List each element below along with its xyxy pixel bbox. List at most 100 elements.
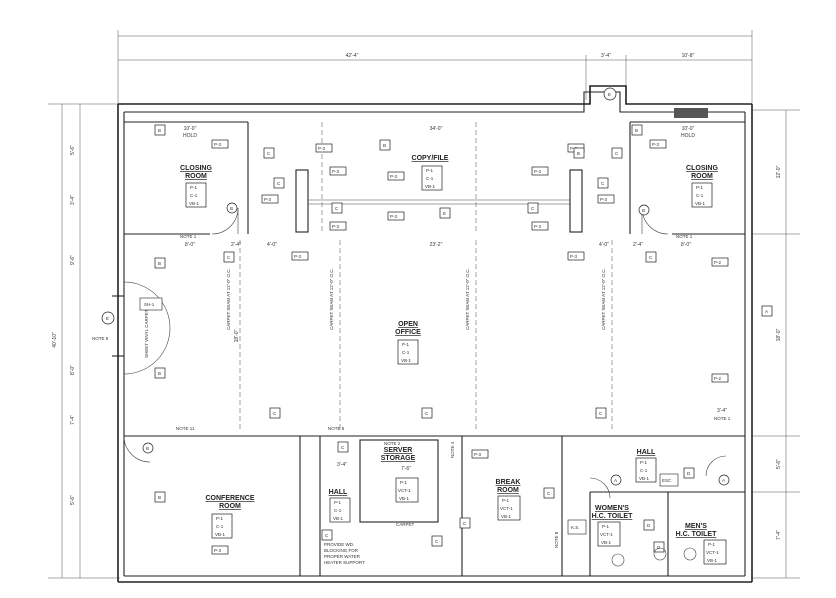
dim-hall-3-4: 3'-4" — [337, 462, 347, 468]
room-server-2: STORAGE — [381, 455, 416, 462]
p3-tag-15: P-3 — [214, 548, 222, 553]
tag-b-3: B — [577, 151, 580, 156]
tag-a-1: A — [765, 309, 768, 314]
finish-hall-c: C-1 — [334, 508, 342, 513]
tag-c-11: C — [599, 411, 603, 416]
room-labels: CLOSING ROOM COPY/FILE CLOSING ROOM OPEN… — [180, 155, 718, 538]
room-hall-right: HALL — [637, 449, 656, 456]
dim-left-b: 3'-4" — [70, 195, 76, 205]
marker-b-conference: B — [146, 446, 149, 451]
finish-mens-vct: VCT-1 — [706, 550, 719, 555]
dim-right-c: 5'-6" — [776, 459, 782, 469]
finish-closing-left-c: C-1 — [190, 193, 198, 198]
tag-c-9: C — [273, 411, 277, 416]
equipment: SH-1 K.S. ESC — [139, 297, 697, 567]
tag-d-1: D — [687, 471, 691, 476]
room-closing-right-1: CLOSING — [686, 165, 718, 172]
marker-b-closing-left: B — [230, 206, 233, 211]
dim-closing-left-hold: HOLD — [183, 133, 197, 139]
tag-b-2: B — [383, 143, 386, 148]
p3-tag-6: P-3 — [294, 254, 302, 259]
dim-right-3-4: 3'-4" — [717, 408, 727, 414]
room-conference-1: CONFERENCE — [205, 495, 254, 502]
marker-e-left: E — [106, 316, 109, 321]
finish-copy-c: C-1 — [426, 176, 434, 181]
p3-tag-3: P-3 — [318, 146, 326, 151]
dim-open-right: 8'-0" — [681, 242, 691, 248]
p3-tag-8: P-3 — [390, 214, 398, 219]
p3-tag-12: P-3 — [600, 197, 608, 202]
dim-open-right-2-4: 2'-4" — [633, 242, 643, 248]
finish-mens-p: P-1 — [708, 542, 716, 547]
tag-b-5: B — [158, 261, 161, 266]
provide-note-4: HEATER SUPPORT — [324, 560, 365, 565]
finish-boxes: P-1 C-1 VB-1 P-1 C-1 VB-1 P-1 C-1 VB-1 P… — [185, 165, 727, 565]
finish-office-p: P-1 — [402, 342, 410, 347]
tag-c-3: C — [335, 206, 339, 211]
sheet-vinyl-note: SHEET VINYL CARPET — [144, 309, 149, 358]
marker-a-2: A — [722, 478, 725, 483]
carpet-seam-note-3: CARPET SEAM AT 12'-0" O.C. — [465, 268, 470, 330]
tag-c-8: C — [649, 255, 653, 260]
dim-closing-right-hold: HOLD — [681, 133, 695, 139]
dim-left-a: 5'-6" — [70, 145, 76, 155]
dim-right-d: 7'-4" — [776, 530, 782, 540]
p2-tag-2: P-2 — [714, 376, 722, 381]
doors — [123, 207, 727, 499]
room-womens-1: WOMEN'S — [595, 505, 629, 512]
finish-womens-p: P-1 — [602, 524, 610, 529]
dim-open-mid: 23'-2" — [430, 242, 443, 248]
dim-closing-right-width: 10'-0" — [682, 126, 695, 132]
finish-break-p: P-1 — [502, 498, 510, 503]
room-server-1: SERVER — [384, 447, 413, 454]
note-5: NOTE 5 — [92, 336, 109, 341]
sh1-label: SH-1 — [144, 302, 155, 307]
p3-tag-9: P-3 — [534, 169, 542, 174]
tag-d-3: D — [657, 545, 661, 550]
finish-closing-left-vb: VB-1 — [189, 201, 200, 206]
finish-mens-vb: VB-1 — [707, 558, 718, 563]
room-conference-2: ROOM — [219, 503, 241, 510]
tag-c-12: C — [341, 445, 345, 450]
copy-file-fixtures — [295, 169, 583, 233]
marker-b-closing-right: B — [642, 208, 645, 213]
dim-open-left-4: 4'-0" — [267, 242, 277, 248]
dim-left-f: 5'-6" — [70, 495, 76, 505]
room-womens-2: H.C. TOILET — [592, 513, 633, 520]
tag-c-14: C — [435, 539, 439, 544]
room-copy-file: COPY/FILE — [412, 155, 449, 162]
tag-c-2: C — [277, 181, 281, 186]
finish-closing-left-p: P-1 — [190, 185, 198, 190]
p3-tag-2: P-3 — [264, 197, 272, 202]
dim-open-left-2-4: 2'-4" — [231, 242, 241, 248]
top-dimensions: 42'-4" 3'-4" 10'-8" — [117, 30, 753, 110]
finish-hall-r-vb: VB-1 — [639, 476, 650, 481]
finish-conf-vb: VB-1 — [215, 532, 226, 537]
p3-tag-1: P-3 — [214, 142, 222, 147]
p3-tag-7: P-3 — [390, 174, 398, 179]
finish-copy-vb: VB-1 — [425, 184, 436, 189]
room-open-office-1: OPEN — [398, 321, 418, 328]
finish-office-vb: VB-1 — [401, 358, 412, 363]
finish-conf-p: P-1 — [216, 516, 224, 521]
room-closing-left-2: ROOM — [185, 173, 207, 180]
room-closing-right-2: ROOM — [691, 173, 713, 180]
provide-note-1: PROVIDE WD. — [324, 542, 354, 547]
tag-c-4: C — [531, 206, 535, 211]
note-1-left: NOTE 1 — [180, 234, 197, 239]
finish-womens-vct: VCT-1 — [600, 532, 613, 537]
dim-closing-left-width: 10'-0" — [184, 126, 197, 132]
tag-b-7: B — [158, 495, 161, 500]
notes: NOTE 1 NOTE 1 NOTE 5 NOTE 11 NOTE 6 NOTE… — [92, 234, 731, 565]
room-open-office-2: OFFICE — [395, 329, 421, 336]
carpet-seams: CARPET SEAM AT 12'-0" O.C. CARPET SEAM A… — [226, 122, 613, 432]
room-break-2: ROOM — [497, 487, 519, 494]
tag-c-10: C — [425, 411, 429, 416]
tag-e-1: E — [443, 211, 446, 216]
p2-tag-1: P-2 — [714, 260, 722, 265]
note-8: NOTE 8 — [554, 531, 559, 548]
dim-top-mid: 3'-4" — [601, 53, 611, 59]
room-hall-lower: HALL — [329, 489, 348, 496]
p3-tag-16: P-3 — [474, 452, 482, 457]
dim-left-c: 9'-6" — [70, 255, 76, 265]
